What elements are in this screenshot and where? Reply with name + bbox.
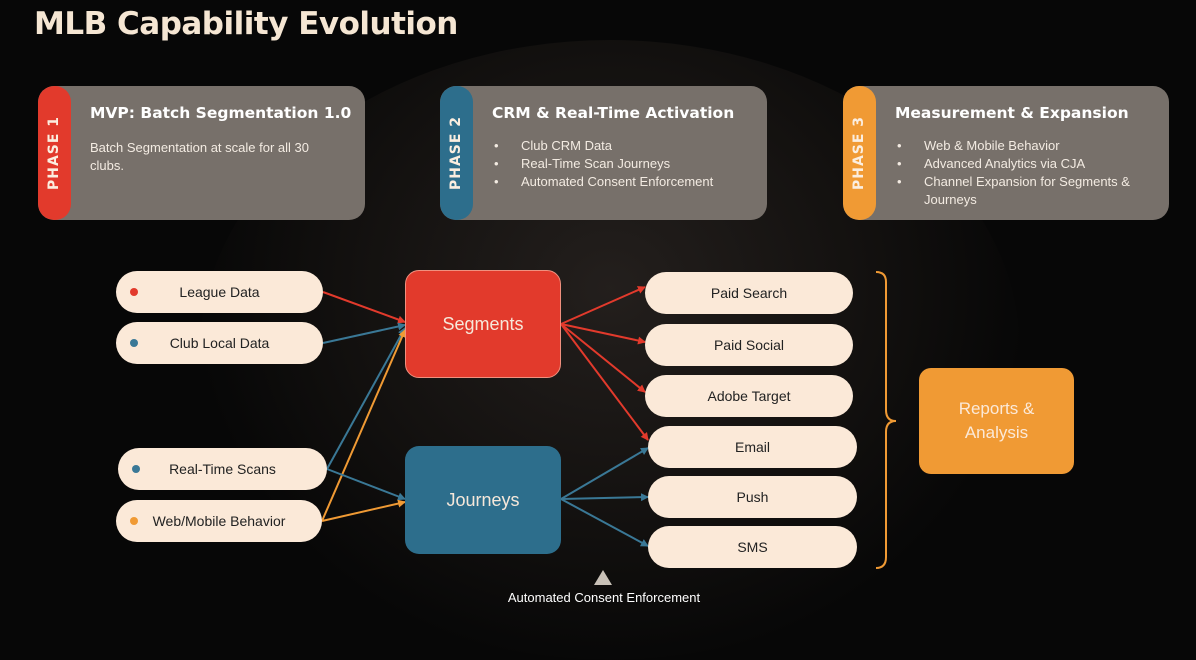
page-title: MLB Capability Evolution (34, 6, 458, 42)
source-label: Web/Mobile Behavior (152, 513, 286, 529)
orange-dot-icon (130, 517, 138, 525)
source-label: Real-Time Scans (169, 461, 276, 477)
channel-label: SMS (737, 539, 768, 555)
link-club-to-segments (322, 322, 406, 344)
link-segments-to-paid-social (560, 323, 646, 345)
phase-3-item: Advanced Analytics via CJA (895, 155, 1154, 173)
link-scans-to-journeys (326, 468, 406, 501)
phase-2-heading: CRM & Real-Time Activation (492, 104, 735, 122)
channel-paid-social: Paid Social (645, 324, 853, 366)
channel-label: Adobe Target (707, 388, 791, 404)
phase-2-list: Club CRM Data Real-Time Scan Journeys Au… (492, 137, 751, 191)
journeys-box: Journeys (405, 446, 561, 554)
channel-paid-search: Paid Search (645, 272, 853, 314)
segments-box: Segments (405, 270, 561, 378)
phase-3-tab: PHASE 3 (843, 86, 876, 220)
channel-label: Push (736, 489, 769, 505)
link-web-to-journeys (321, 499, 406, 522)
channel-sms: SMS (648, 526, 857, 568)
source-league-data: League Data (116, 271, 323, 313)
link-segments-to-email (560, 323, 649, 441)
link-journeys-to-push (560, 493, 649, 502)
phase-1-heading: MVP: Batch Segmentation 1.0 (90, 104, 352, 122)
channel-email: Email (648, 426, 857, 468)
source-label: Club Local Data (169, 335, 270, 351)
link-journeys-to-email (560, 447, 649, 500)
phase-2-card: PHASE 2 CRM & Real-Time Activation Club … (440, 86, 767, 220)
journeys-label: Journeys (446, 489, 520, 510)
link-journeys-to-sms (560, 498, 649, 547)
link-scans-to-segments (326, 327, 406, 470)
phase-3-card: PHASE 3 Measurement & Expansion Web & Mo… (843, 86, 1169, 220)
phase-2-item: Real-Time Scan Journeys (492, 155, 751, 173)
consent-label: Automated Consent Enforcement (507, 590, 701, 605)
triangle-up-icon (594, 570, 612, 585)
phase-2-item: Club CRM Data (492, 137, 751, 155)
source-label: League Data (179, 284, 260, 300)
phase-3-item: Channel Expansion for Segments & Journey… (895, 173, 1154, 209)
phase-3-heading: Measurement & Expansion (895, 104, 1129, 122)
source-real-time-scans: Real-Time Scans (118, 448, 327, 490)
channel-label: Email (734, 439, 770, 455)
phase-1-card: PHASE 1 MVP: Batch Segmentation 1.0 Batc… (38, 86, 365, 220)
channel-label: Paid Search (710, 285, 788, 301)
channel-adobe-target: Adobe Target (645, 375, 853, 417)
link-league-to-segments (322, 291, 406, 324)
channels-bracket (875, 271, 897, 569)
source-club-local-data: Club Local Data (116, 322, 323, 364)
reports-analysis-box: Reports & Analysis (919, 368, 1074, 474)
link-segments-to-paid-search (560, 286, 646, 325)
blue-dot-icon (132, 465, 140, 473)
phase-1-tab: PHASE 1 (38, 86, 71, 220)
reports-label: Reports & Analysis (958, 399, 1035, 442)
connector-lines (321, 271, 897, 569)
segments-label: Segments (442, 313, 524, 334)
link-segments-to-adobe-target (560, 323, 646, 393)
red-dot-icon (130, 288, 138, 296)
phase-2-item: Automated Consent Enforcement (492, 173, 751, 191)
channel-label: Paid Social (713, 337, 785, 353)
source-web-mobile-behavior: Web/Mobile Behavior (116, 500, 322, 542)
phase-1-description: Batch Segmentation at scale for all 30 c… (90, 140, 309, 173)
channel-push: Push (648, 476, 857, 518)
blue-dot-icon (130, 339, 138, 347)
phase-2-tab: PHASE 2 (440, 86, 473, 220)
phase-3-item: Web & Mobile Behavior (895, 137, 1154, 155)
phase-3-list: Web & Mobile Behavior Advanced Analytics… (895, 137, 1154, 209)
link-web-to-segments (321, 329, 406, 522)
